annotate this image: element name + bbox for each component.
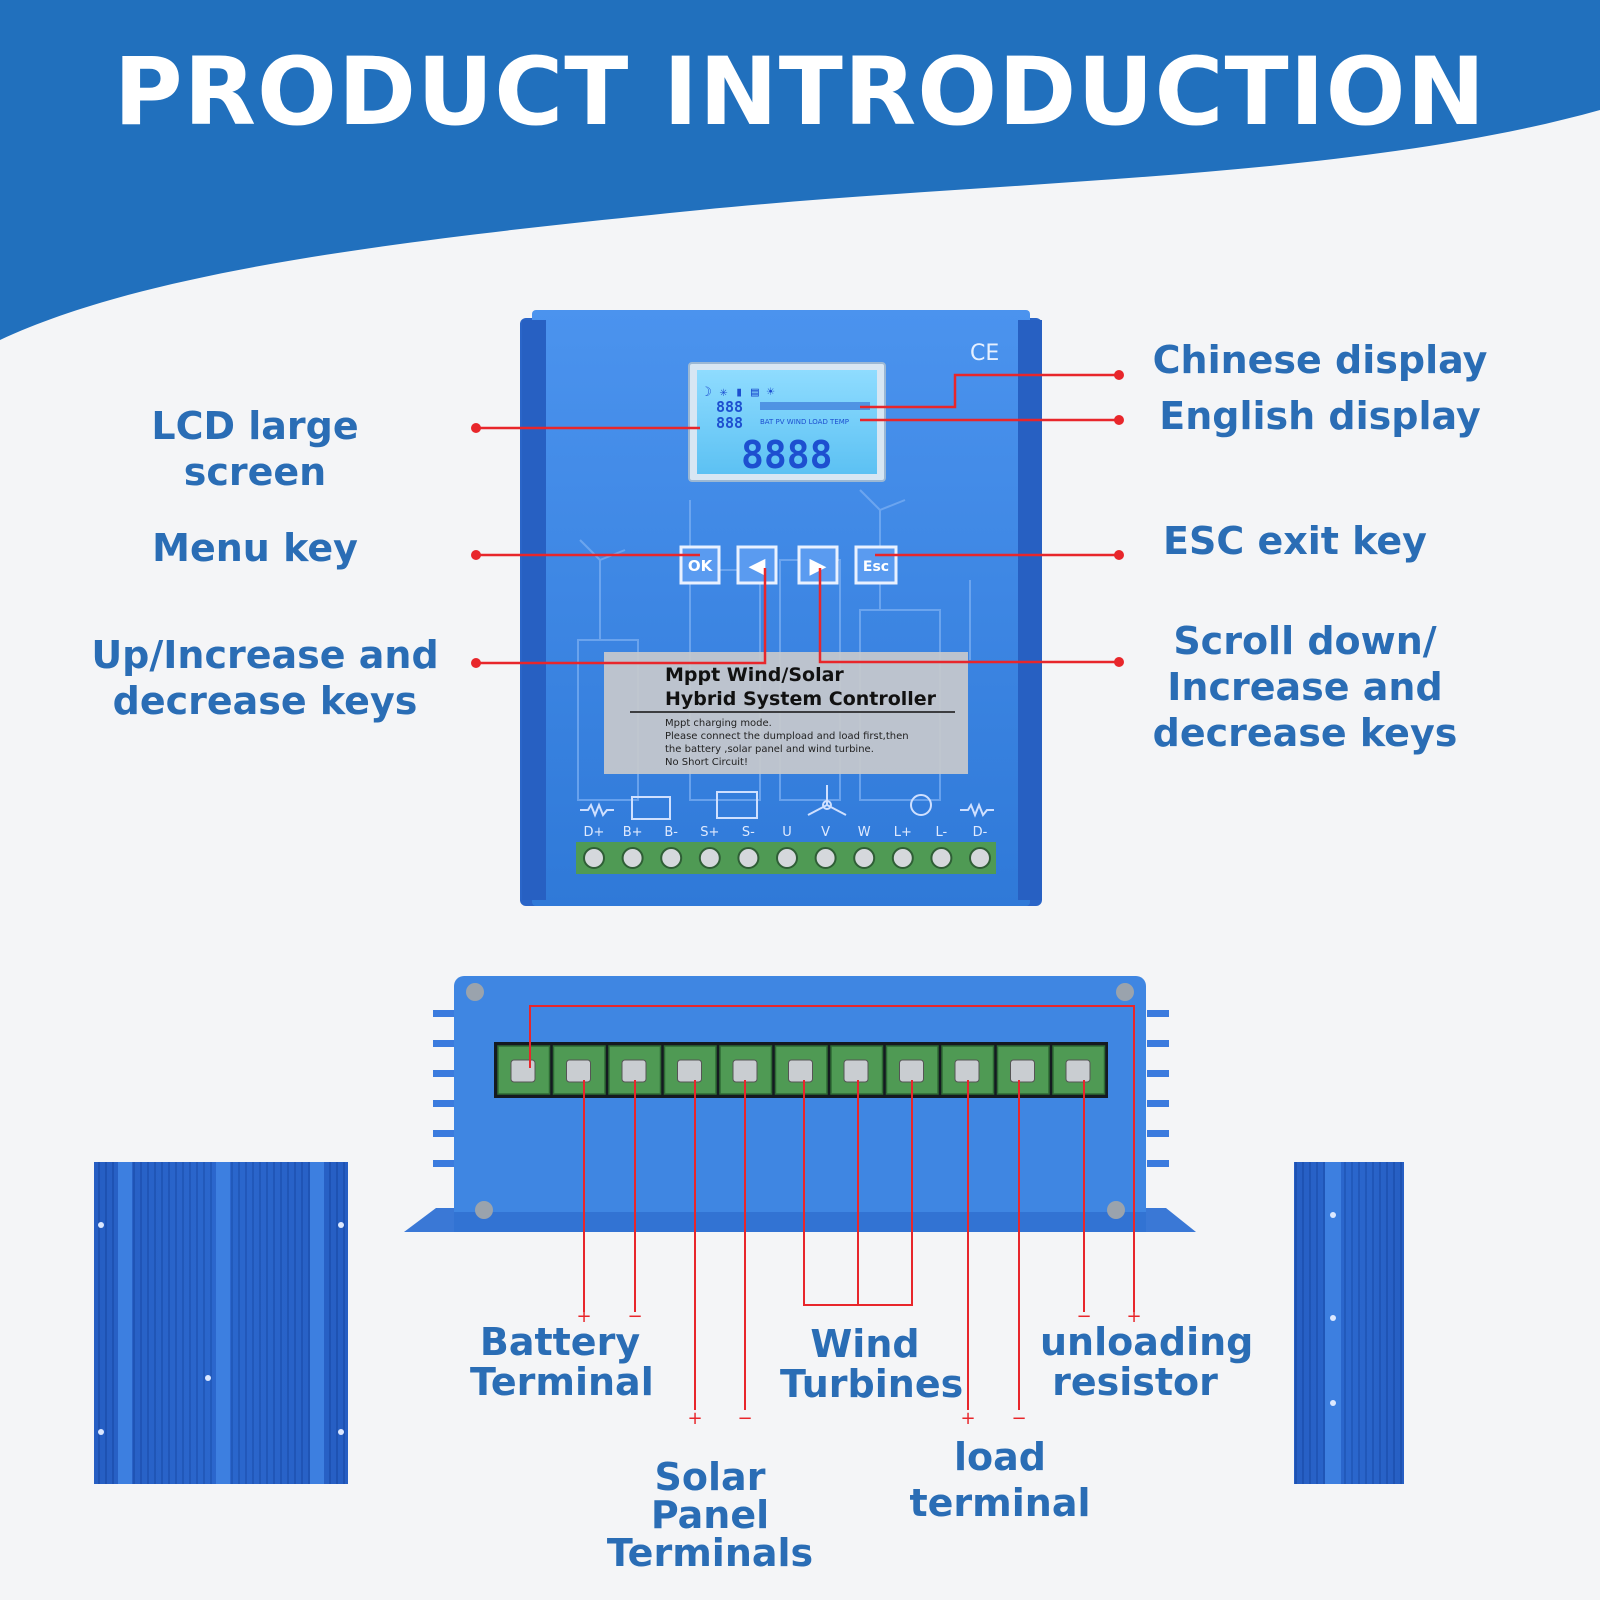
terminal-screw bbox=[583, 847, 605, 869]
terminal-screw bbox=[776, 847, 798, 869]
ok-button[interactable]: OK bbox=[679, 545, 721, 585]
lcd-screen-label: LCD large screen bbox=[151, 404, 359, 494]
terminal-screw bbox=[510, 1059, 536, 1083]
lcd-screen bbox=[697, 370, 877, 474]
esc-button[interactable]: Esc bbox=[854, 545, 898, 585]
bottom-terminal-block bbox=[497, 1045, 1106, 1095]
lamp-icon bbox=[910, 794, 932, 816]
product-label-note-3: the battery ,solar panel and wind turbin… bbox=[665, 744, 874, 755]
terminal-screw bbox=[969, 847, 991, 869]
product-label-title-2: Hybrid System Controller bbox=[665, 688, 937, 710]
scroll-down-key-button[interactable]: ▶ bbox=[797, 545, 839, 585]
product-label-note-2: Please connect the dumpload and load fir… bbox=[665, 731, 909, 742]
page-title: PRODUCT INTRODUCTION bbox=[113, 38, 1487, 147]
lcd-icons: ☽ ✳ ▮ ▤ ☀ bbox=[704, 385, 775, 400]
terminal-label-4: S- bbox=[742, 825, 755, 840]
terminal-label-10: D- bbox=[973, 825, 988, 840]
resistor-icon-2 bbox=[960, 802, 994, 818]
controller-terminal-view bbox=[404, 976, 1196, 1232]
esc-key-label: ESC exit key bbox=[1163, 519, 1427, 563]
unload-minus-sign: − bbox=[1076, 1306, 1091, 1327]
terminal-screw bbox=[891, 847, 914, 869]
up-key-button[interactable]: ◀ bbox=[736, 545, 778, 585]
load-minus-sign: − bbox=[1011, 1408, 1026, 1429]
lcd-chinese-row bbox=[760, 402, 870, 410]
controller-front-view: CE ☽ ✳ ▮ ▤ ☀ 888 888 BAT PV WIND LOAD TE… bbox=[520, 310, 1042, 906]
lcd-small-digits-2: 888 bbox=[716, 414, 743, 432]
battery-minus-sign: − bbox=[627, 1306, 642, 1327]
terminal-screw bbox=[621, 847, 644, 869]
left-arrow-icon: ◀ bbox=[749, 554, 766, 579]
terminal-screw bbox=[621, 1059, 647, 1083]
terminal-screw bbox=[677, 1059, 702, 1083]
lcd-english-row: BAT PV WIND LOAD TEMP bbox=[760, 418, 849, 426]
terminal-screw bbox=[732, 1059, 758, 1083]
lcd-small-digits-1: 888 bbox=[716, 398, 743, 416]
callout-lines-front bbox=[476, 373, 1119, 665]
terminal-screw bbox=[853, 847, 876, 869]
svg-text:OK: OK bbox=[688, 557, 714, 575]
battery-plus-sign: + bbox=[576, 1306, 591, 1327]
controller-right-side-view bbox=[1294, 1162, 1404, 1484]
terminal-screw bbox=[788, 1059, 813, 1083]
menu-key-label: Menu key bbox=[152, 526, 358, 570]
terminal-screw bbox=[954, 1059, 980, 1083]
callout-lines-terminals bbox=[529, 1005, 1135, 1410]
terminal-label-3: S+ bbox=[700, 825, 719, 840]
controller-left-side-view bbox=[94, 1162, 348, 1484]
terminal-screw bbox=[930, 847, 953, 869]
right-arrow-icon: ▶ bbox=[810, 554, 827, 579]
product-label bbox=[604, 652, 968, 774]
terminal-label-7: W bbox=[858, 825, 871, 840]
terminal-screw bbox=[660, 847, 683, 869]
lcd-main-digits: 8888 bbox=[741, 433, 833, 477]
terminal-label-8: L+ bbox=[894, 825, 912, 840]
product-label-title-1: Mppt Wind/Solar bbox=[665, 664, 844, 686]
resistor-icon bbox=[580, 802, 614, 818]
product-label-note-1: Mppt charging mode. bbox=[665, 718, 772, 729]
terminal-label-2: B- bbox=[664, 825, 678, 840]
solar-plus-sign: + bbox=[687, 1408, 702, 1429]
load-plus-sign: + bbox=[960, 1408, 975, 1429]
terminal-label-5: U bbox=[782, 825, 792, 840]
product-label-note-4: No Short Circuit! bbox=[665, 757, 748, 768]
front-terminal-labels: D+ B+ B- S+ S- U V W L+ L- D- bbox=[584, 825, 988, 840]
solar-panel-icon bbox=[716, 791, 758, 819]
solar-minus-sign: − bbox=[737, 1408, 752, 1429]
callout-dots-front bbox=[471, 370, 1124, 668]
terminal-screw bbox=[814, 847, 837, 869]
terminal-screw bbox=[843, 1059, 869, 1083]
header-banner bbox=[0, 0, 1600, 340]
ce-mark: CE bbox=[970, 341, 999, 366]
terminal-label-9: L- bbox=[936, 825, 948, 840]
unload-plus-sign: + bbox=[1126, 1306, 1141, 1327]
terminal-screw bbox=[899, 1059, 924, 1083]
english-display-label: English display bbox=[1159, 394, 1481, 438]
svg-text:Esc: Esc bbox=[863, 559, 889, 575]
terminal-screw bbox=[737, 847, 760, 869]
terminal-label-6: V bbox=[821, 825, 830, 840]
battery-icon bbox=[631, 796, 671, 820]
terminal-screw bbox=[1065, 1059, 1091, 1083]
terminal-screw bbox=[698, 847, 721, 869]
polarity-marks: + − + − + − − + bbox=[576, 1306, 1141, 1429]
terminal-label-0: D+ bbox=[584, 825, 605, 840]
terminal-label-1: B+ bbox=[623, 825, 643, 840]
terminal-icons bbox=[580, 785, 994, 820]
load-terminal-label: load terminal bbox=[909, 1435, 1091, 1525]
chinese-display-label: Chinese display bbox=[1152, 338, 1488, 382]
terminal-screw bbox=[566, 1059, 591, 1083]
terminal-screws bbox=[583, 847, 991, 869]
terminal-screw bbox=[1010, 1059, 1035, 1083]
